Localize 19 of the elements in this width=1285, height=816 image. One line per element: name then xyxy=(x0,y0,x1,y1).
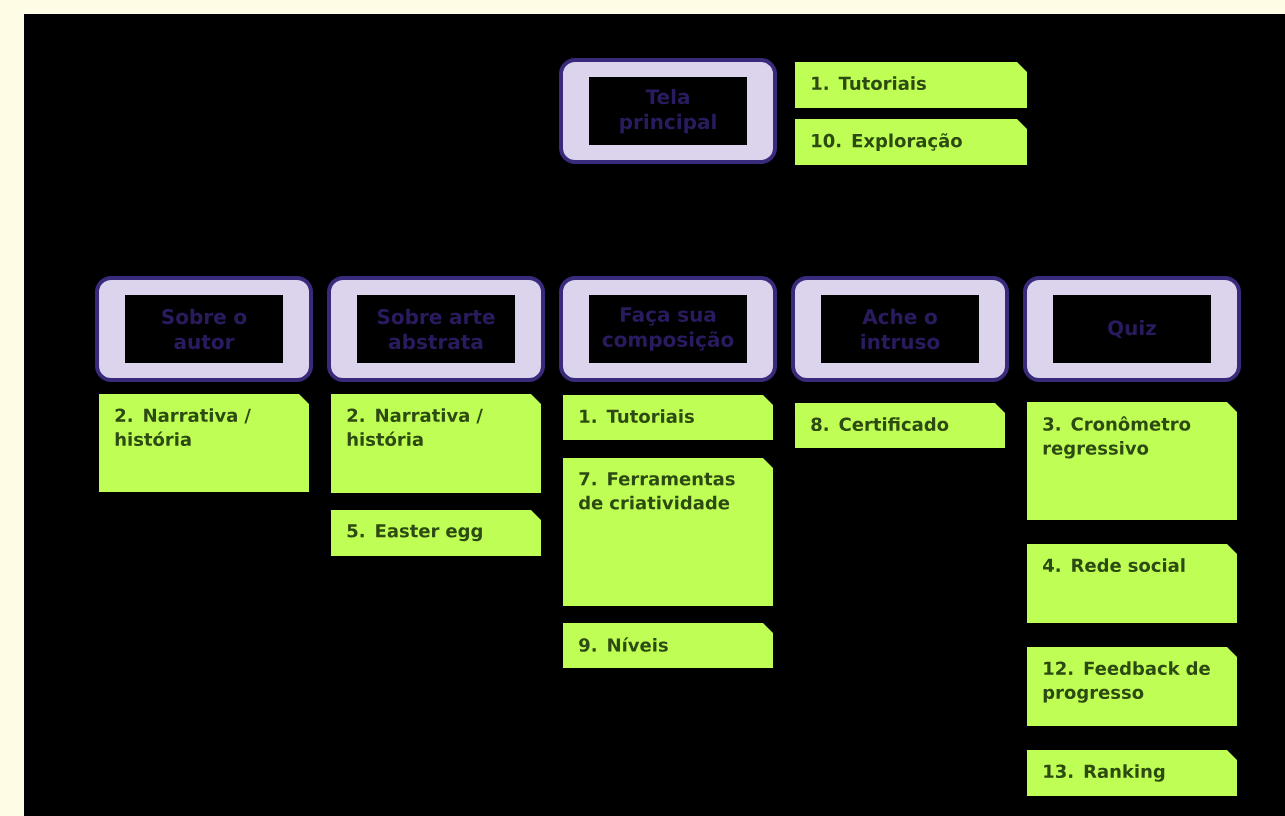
screen-box: Ache o intruso xyxy=(791,276,1009,382)
note-card: 13. Ranking xyxy=(1027,750,1237,796)
note-card: 7. Ferramentas de criatividade xyxy=(563,458,773,606)
note-card: 8. Certificado xyxy=(795,403,1005,448)
note-card: 2. Narrativa / história xyxy=(99,394,309,492)
screen-box: Faça sua composição xyxy=(559,276,777,382)
screen-box: Sobre arte abstrata xyxy=(327,276,545,382)
note-card: 1. Tutoriais xyxy=(563,395,773,440)
screen-box: Sobre o autor xyxy=(95,276,313,382)
note-card: 1. Tutoriais xyxy=(795,62,1027,108)
screen-box: Tela principal xyxy=(559,58,777,164)
note-card: 10. Exploração xyxy=(795,119,1027,165)
note-card: 5. Easter egg xyxy=(331,510,541,556)
screen-box: Quiz xyxy=(1023,276,1241,382)
note-card: 9. Níveis xyxy=(563,623,773,668)
note-card: 2. Narrativa / história xyxy=(331,394,541,493)
note-card: 12. Feedback de progresso xyxy=(1027,647,1237,726)
note-card: 3. Cronômetro regressivo xyxy=(1027,402,1237,520)
note-card: 4. Rede social xyxy=(1027,544,1237,623)
